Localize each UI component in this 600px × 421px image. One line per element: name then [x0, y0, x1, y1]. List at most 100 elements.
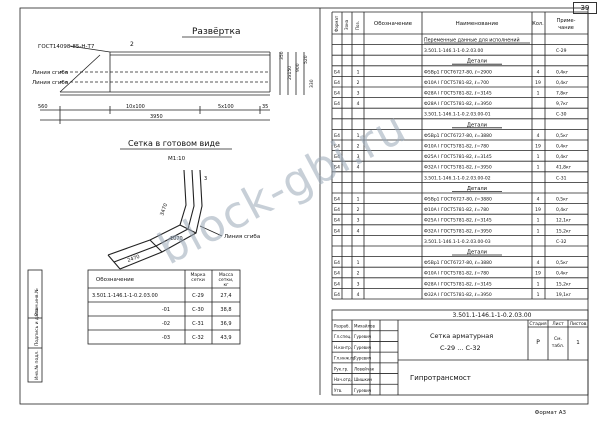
spec-cell-pos: 3 [357, 281, 360, 287]
spec-cell-format: Б4 [334, 154, 340, 160]
dim-bottom-1: 560 [38, 104, 48, 110]
mesh-scale: М1:10 [168, 156, 186, 162]
spec-cell-qty: 1 [537, 292, 540, 298]
spec-cell-format: Б4 [334, 165, 340, 171]
title-block-sheets-header: Листов [570, 321, 587, 327]
dim-bottom-3: 5x100 [218, 104, 234, 110]
spec-cell-note: 0,4кг [556, 271, 569, 277]
unfold-mesh [59, 45, 271, 96]
spec-header: чание [558, 25, 574, 31]
spec-cell-format: Б4 [334, 292, 340, 298]
spec-cell-name: Ф5Вр1 ГОСТ6727-80, ℓ=3880 [424, 197, 492, 203]
small-table-header: Обозначение [96, 277, 135, 283]
spec-cell-note: 0,4кг [556, 144, 569, 150]
spec-cell-name: Ф32А I ГОСТ5781-82, ℓ=3950 [424, 292, 492, 298]
title-block-org: Гипротрансмост [410, 374, 471, 382]
spec-cell-format: Б4 [334, 144, 340, 150]
title-block: 3.501.1-146.1-1-0.2.03.00Разраб.Михайлов… [331, 309, 589, 396]
spec-cell-qty: 1 [537, 91, 540, 97]
spec-cell-qty: 1 [537, 281, 540, 287]
spec-cell-name: Ф25А I ГОСТ5781-82, ℓ=3145 [424, 218, 492, 224]
spec-cell-pos: 3 [357, 154, 360, 160]
title-block-stage-header: Стадия [529, 321, 547, 327]
dim-right-4: 520 [303, 55, 309, 64]
spec-header: Приме- [557, 18, 576, 24]
small-table-cell: С-31 [192, 321, 204, 327]
spec-header: Зона [344, 19, 349, 30]
title-block-sign-role: Рук.гр. [334, 366, 348, 371]
spec-cell-note: 15,2кг [556, 281, 572, 287]
spec-cell-name: Ф5Вр1 ГОСТ6727-80, ℓ=2900 [424, 69, 492, 75]
spec-cell-section-title: Переменные данные для исполнений [424, 37, 520, 44]
spec-cell-name: Ф32А I ГОСТ5781-82, ℓ=3950 [424, 228, 492, 234]
spec-cell-format: Б4 [334, 80, 340, 86]
spec-cell-format: Б4 [334, 228, 340, 234]
spec-cell-section-heading: Детали [467, 59, 487, 65]
spec-cell-name: Ф10А I ГОСТ5781-82, ℓ=700 [424, 80, 489, 86]
dim-right-1: 350 [279, 51, 285, 60]
spec-cell-section-heading: Детали [467, 186, 487, 192]
spec-cell-pos: 1 [357, 69, 360, 75]
spec-cell-qty: 4 [537, 69, 540, 75]
unfold-dims-right [279, 52, 305, 95]
spec-cell-name: Ф5Вр1 ГОСТ6727-80, ℓ=3880 [424, 260, 492, 266]
spec-cell-format: Б4 [334, 271, 340, 277]
mark-2-label: 2 [130, 41, 134, 48]
spec-cell-format: Б4 [334, 260, 340, 266]
spec-cell-name: 3.501.1-146.1-1-0.2.03.00-01 [424, 112, 491, 118]
spec-cell-note: С-29 [556, 48, 567, 54]
spec-cell-qty: 1 [537, 154, 540, 160]
spec-cell-format: Б4 [334, 218, 340, 224]
title-block-sign-role: Н.контр. [334, 345, 352, 350]
spec-cell-format: Б4 [334, 133, 340, 139]
title-block-sign-name: Гуревич [354, 345, 371, 350]
spec-cell-format: Б4 [334, 101, 340, 107]
spec-cell-note: 19,1кг [556, 292, 572, 298]
title-block-sheet-value: См. [554, 336, 562, 342]
mesh-title: Сетка в готовом виде [128, 139, 220, 148]
small-table-cell: 43,9 [220, 335, 231, 341]
spec-cell-pos: 4 [357, 228, 360, 234]
small-table-cell: С-32 [192, 335, 204, 341]
mesh-bend-leader [199, 225, 223, 237]
spec-cell-note: 0,5кг [556, 197, 569, 203]
spec-cell-note: 0,5кг [556, 133, 569, 139]
spec-cell-qty: 19 [535, 80, 541, 86]
dim-right-3: 900 [295, 63, 301, 72]
dim-right-2: 2x150 [287, 66, 293, 80]
spec-cell-qty: 4 [537, 260, 540, 266]
spec-cell-format: Б4 [334, 91, 340, 97]
spec-cell-name: 3.501.1-146.1-1-0.2.03.00-03 [424, 239, 491, 245]
title-block-doc-name-2: С-29 ... С-32 [440, 344, 481, 352]
spec-cell-name: 3.501.1-146.1-1-0.2.03.00-02 [424, 175, 491, 181]
spec-cell-format: Б4 [334, 281, 340, 287]
spec-cell-pos: 2 [357, 144, 360, 150]
title-block-sign-name: Гуревич [354, 334, 371, 339]
spec-header: Кол. [532, 21, 544, 27]
page-number: 39 [573, 2, 597, 14]
stamp-text-1: Инв.№ подл. [34, 350, 40, 380]
spec-cell-note: 15,2кг [556, 228, 572, 234]
mesh-finished-shape [107, 169, 203, 270]
spec-cell-note: 0,4кг [556, 154, 569, 160]
spec-header: Поз. [355, 21, 360, 30]
dim-bottom-2: 10x100 [126, 104, 145, 110]
small-table-cell: С-30 [192, 307, 204, 313]
spec-cell-format: Б4 [334, 207, 340, 213]
standard-label: ГОСТ14098-85-Н-Т7 [38, 44, 95, 50]
title-block-stage: Р [536, 339, 540, 346]
title-block-sign-name: Ловейчак [354, 366, 375, 371]
spec-cell-name: Ф28А I ГОСТ5781-82, ℓ=3145 [424, 91, 492, 97]
spec-cell-qty: 4 [537, 133, 540, 139]
spec-cell-qty: 19 [535, 207, 541, 213]
spec-cell-name: Ф10А I ГОСТ5781-82, ℓ=780 [424, 271, 489, 277]
spec-cell-name: Ф10А I ГОСТ5781-82, ℓ=780 [424, 144, 489, 150]
spec-cell-pos: 2 [357, 80, 360, 86]
small-table-cell: -01 [162, 307, 170, 313]
spec-cell-qty: 1 [537, 228, 540, 234]
title-block-sign-name: Михайлов [354, 324, 375, 329]
spec-cell-qty: 19 [535, 144, 541, 150]
mesh-bend-label: Линия сгиба [224, 234, 260, 240]
